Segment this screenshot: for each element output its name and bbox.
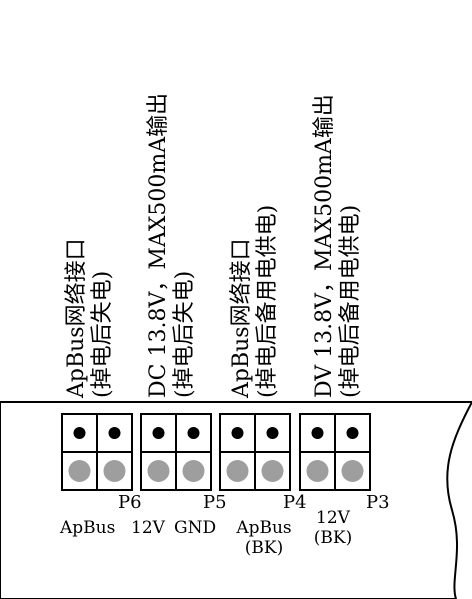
connector-p6: [61, 413, 133, 491]
connector-p3: [299, 413, 371, 491]
port-label-p3: P3: [366, 492, 390, 513]
pin-label-p4-line1: ApBus: [236, 518, 292, 538]
pin-label-p5-12v: 12V: [131, 518, 165, 538]
pin-label-p3-line1: 12V: [316, 508, 350, 528]
pin-label-p3-line2: (BK): [313, 528, 353, 548]
port-label-p4: P4: [283, 492, 307, 513]
pin-label-p4-line2: (BK): [244, 538, 284, 558]
label-p5-line2: (掉电后失电): [172, 270, 197, 398]
label-p6-line1: ApBus网络接口: [64, 238, 89, 398]
port-label-p5: P5: [203, 492, 227, 513]
pin-label-p4: ApBus (BK): [228, 518, 300, 558]
label-p5-line1: DC 13.8V，MAX500mA输出: [146, 92, 171, 398]
pin-label-p5-gnd: GND: [174, 518, 217, 538]
connector-p4: [219, 413, 291, 491]
label-p6-line2: (掉电后失电): [90, 270, 115, 398]
label-p4-line2: (掉电后备用电供电): [255, 204, 280, 398]
connector-p5: [140, 413, 212, 491]
label-p3-function: DV 13.8V，MAX500mA输出 (掉电后备用电供电): [312, 94, 472, 398]
pin-label-p3: 12V (BK): [306, 508, 360, 548]
label-p3-line1: DV 13.8V，MAX500mA输出: [312, 94, 337, 398]
label-p3-line2: (掉电后备用电供电): [338, 204, 363, 398]
pin-label-p6: ApBus: [60, 518, 116, 538]
label-p4-line1: ApBus网络接口: [229, 238, 254, 398]
port-label-p6: P6: [118, 492, 142, 513]
